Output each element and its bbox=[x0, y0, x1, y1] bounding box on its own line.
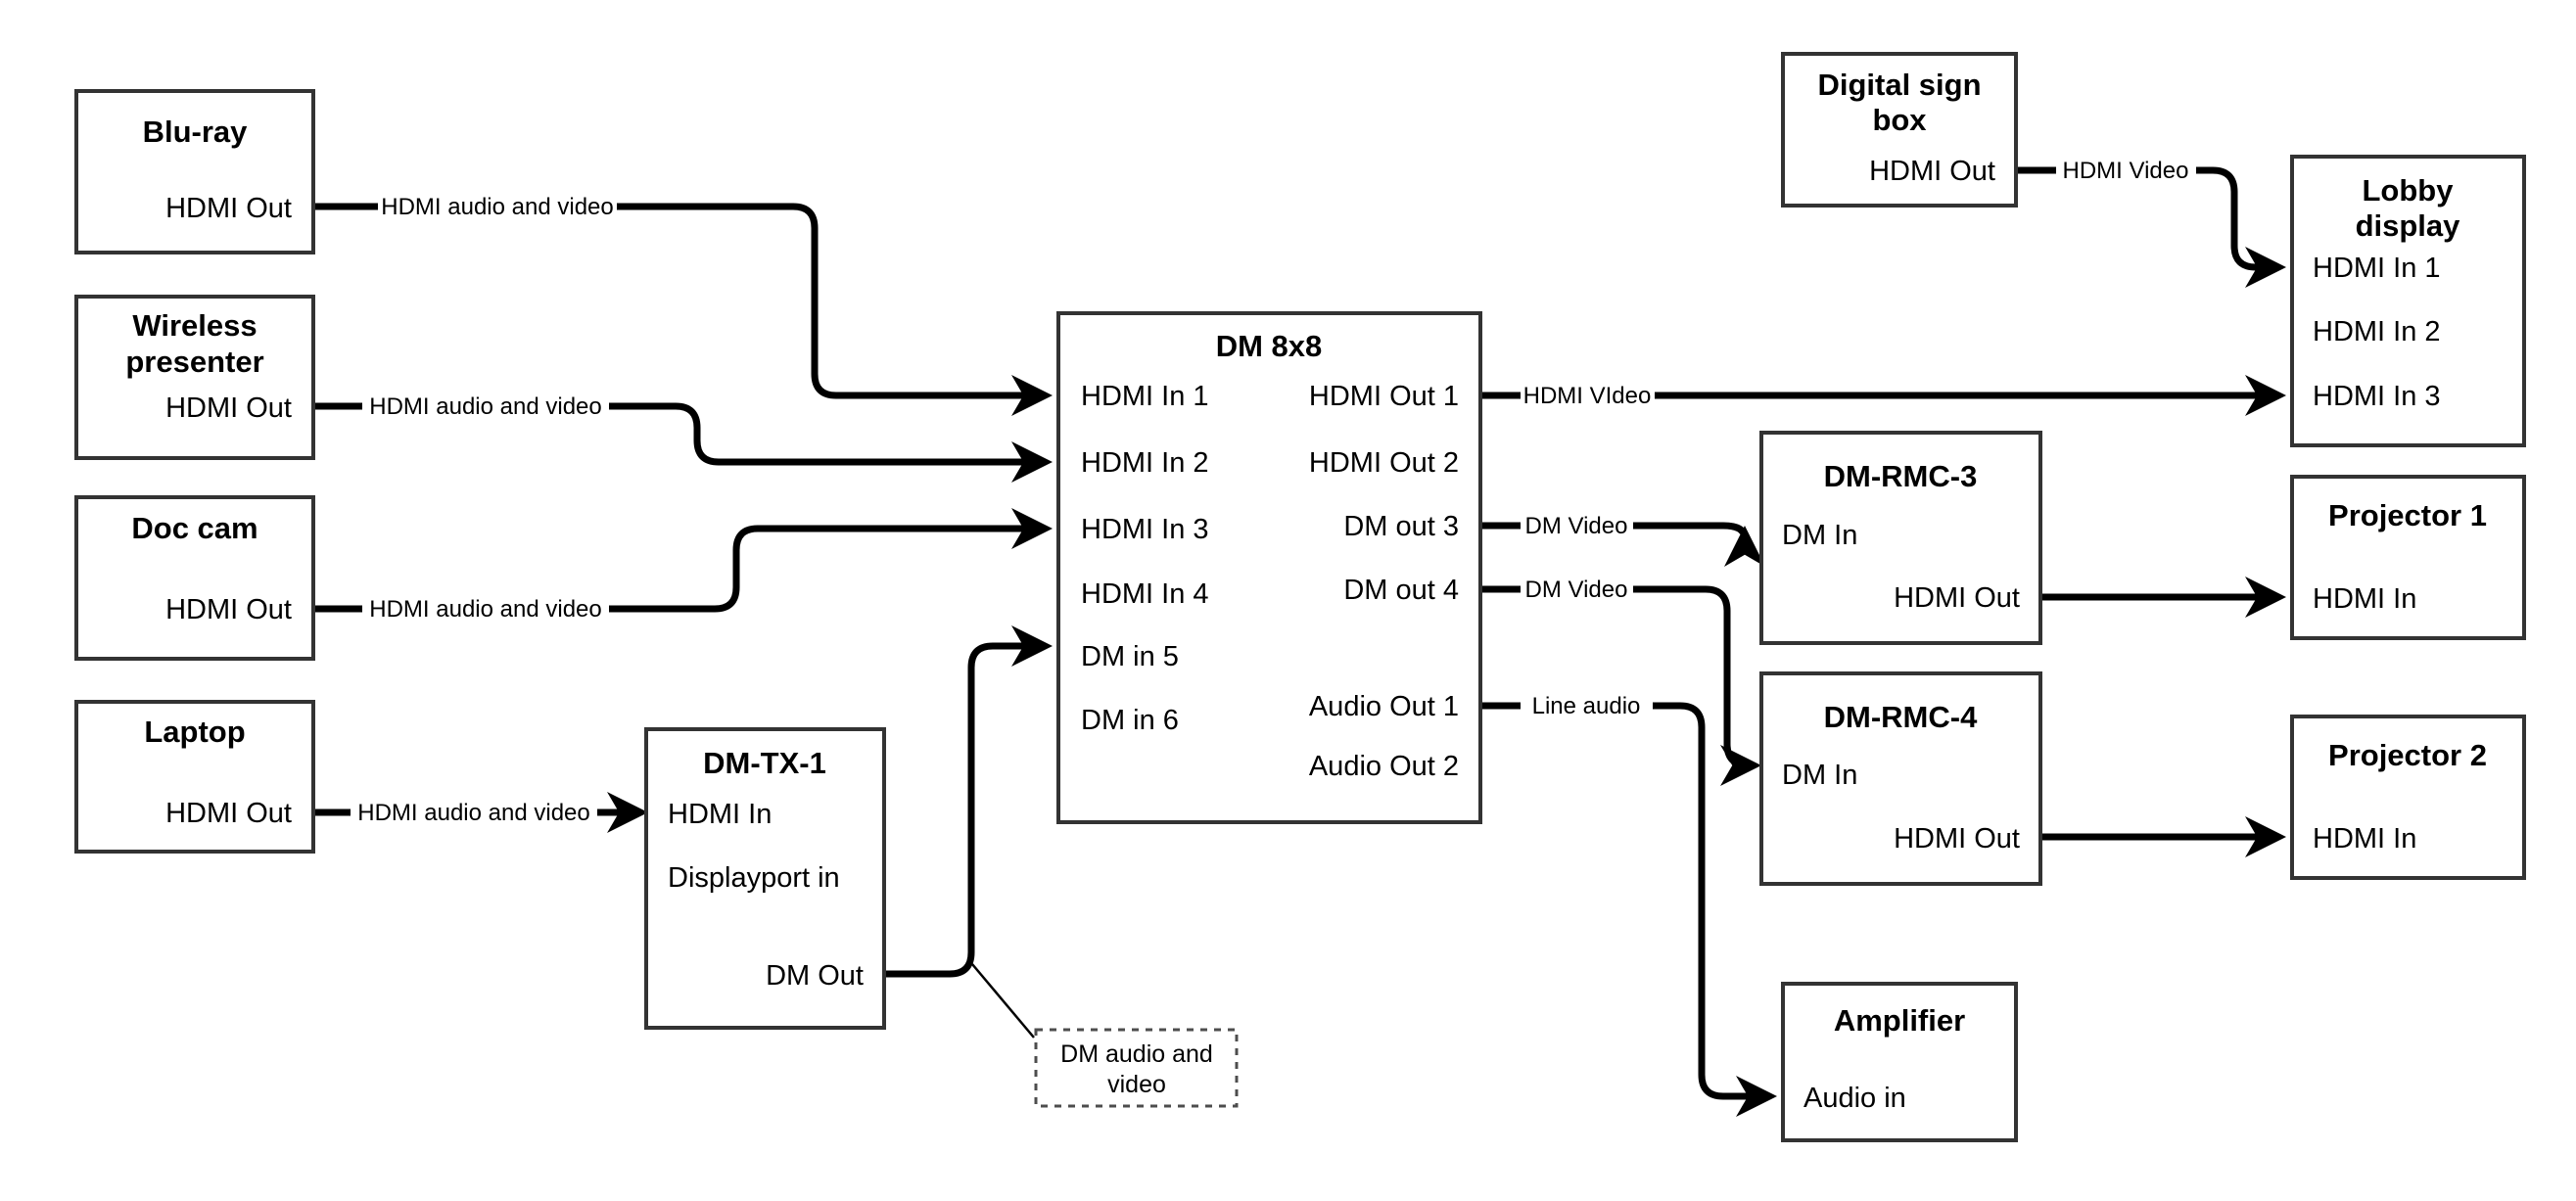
edge-label-audioout1-to-amplifier: Line audio bbox=[1532, 693, 1641, 719]
edge-label-laptop-to-dmtx1: HDMI audio and video bbox=[357, 800, 589, 826]
port-dm-8x8-hdmi-in-3[interactable]: HDMI In 3 bbox=[1081, 514, 1209, 545]
port-amplifier-audio-in[interactable]: Audio in bbox=[1803, 1083, 1906, 1114]
node-lobby-display-box[interactable] bbox=[2290, 155, 2526, 447]
node-doc-cam-box[interactable] bbox=[74, 495, 315, 661]
node-laptop-box[interactable] bbox=[74, 700, 315, 854]
wire-bluray-to-dm8x8 bbox=[313, 203, 1046, 395]
node-projector-1[interactable]: Projector 1 HDMI In bbox=[2290, 475, 2526, 640]
node-projector-1-title: Projector 1 bbox=[2328, 498, 2487, 532]
port-wireless-presenter-hdmi-out[interactable]: HDMI Out bbox=[165, 393, 292, 424]
node-dm-rmc-4-box[interactable] bbox=[1759, 671, 2042, 886]
leader-line-dm-note bbox=[971, 963, 1035, 1039]
note-dm-audio-and-video-box bbox=[1034, 1028, 1239, 1108]
port-blu-ray-hdmi-out[interactable]: HDMI Out bbox=[165, 193, 292, 224]
node-laptop-title: Laptop bbox=[144, 715, 245, 749]
node-lobby-display-title-line1: Lobby bbox=[2363, 173, 2455, 208]
node-wireless-presenter-title-line1: Wireless bbox=[132, 308, 257, 343]
node-dm-8x8[interactable]: DM 8x8 HDMI In 1 HDMI In 2 HDMI In 3 HDM… bbox=[1056, 311, 1482, 824]
node-doc-cam-title: Doc cam bbox=[131, 511, 258, 545]
wire-dmtx1-to-dm8x8 bbox=[884, 625, 1053, 978]
port-dm-tx-1-hdmi-in[interactable]: HDMI In bbox=[668, 799, 772, 830]
port-dm-8x8-hdmi-out-1[interactable]: HDMI Out 1 bbox=[1309, 381, 1459, 412]
node-lobby-display[interactable]: Lobby display HDMI In 1 HDMI In 2 HDMI I… bbox=[2290, 155, 2526, 447]
node-projector-2-title: Projector 2 bbox=[2328, 738, 2487, 772]
node-projector-1-box[interactable] bbox=[2290, 475, 2526, 640]
node-lobby-display-title-line2: display bbox=[2356, 208, 2461, 243]
node-digital-sign-box[interactable]: Digital sign box HDMI Out bbox=[1781, 52, 2018, 208]
wire-wireless-to-dm8x8 bbox=[313, 402, 1046, 462]
node-dm-rmc-3-title: DM-RMC-3 bbox=[1824, 459, 1978, 493]
node-dm-rmc-3-box[interactable] bbox=[1759, 431, 2042, 645]
wire-doccam-to-dm8x8 bbox=[313, 529, 1046, 613]
node-dm-tx-1-title: DM-TX-1 bbox=[703, 746, 826, 780]
node-dm-8x8-title: DM 8x8 bbox=[1216, 329, 1323, 363]
node-dm-tx-1-box[interactable] bbox=[644, 727, 886, 1030]
node-digital-sign-box-title-line1: Digital sign bbox=[1817, 68, 1981, 102]
wire-dm8x8-dmout4-to-rmc4 bbox=[1480, 585, 1755, 765]
edge-label-dmout3-to-rmc3: DM Video bbox=[1525, 513, 1628, 539]
port-dm-tx-1-dm-out[interactable]: DM Out bbox=[766, 960, 864, 992]
port-dm-8x8-hdmi-in-2[interactable]: HDMI In 2 bbox=[1081, 447, 1209, 479]
port-dm-8x8-audio-out-1[interactable]: Audio Out 1 bbox=[1309, 691, 1459, 722]
port-dm-8x8-hdmi-in-4[interactable]: HDMI In 4 bbox=[1081, 578, 1209, 610]
wire-dm8x8-dmout3-to-rmc3 bbox=[1480, 526, 1745, 538]
node-laptop[interactable]: Laptop HDMI Out bbox=[74, 700, 315, 854]
port-lobby-display-hdmi-in-2[interactable]: HDMI In 2 bbox=[2313, 316, 2441, 347]
node-amplifier-box[interactable] bbox=[1781, 982, 2018, 1142]
node-wireless-presenter[interactable]: Wireless presenter HDMI Out bbox=[74, 295, 315, 460]
port-dm-tx-1-displayport-in[interactable]: Displayport in bbox=[668, 862, 840, 894]
port-dm-8x8-audio-out-2[interactable]: Audio Out 2 bbox=[1309, 751, 1459, 782]
node-amplifier-title: Amplifier bbox=[1834, 1003, 1965, 1038]
node-projector-2[interactable]: Projector 2 HDMI In bbox=[2290, 715, 2526, 880]
node-blu-ray-title: Blu-ray bbox=[143, 115, 249, 149]
edge-label-wireless-to-dm8x8: HDMI audio and video bbox=[369, 393, 601, 420]
port-dm-rmc-4-hdmi-out[interactable]: HDMI Out bbox=[1894, 823, 2020, 855]
port-dm-8x8-dm-out-3[interactable]: DM out 3 bbox=[1343, 511, 1459, 542]
port-lobby-display-hdmi-in-3[interactable]: HDMI In 3 bbox=[2313, 381, 2441, 412]
node-projector-2-box[interactable] bbox=[2290, 715, 2526, 880]
node-wireless-presenter-title-line2: presenter bbox=[125, 345, 263, 379]
port-dm-8x8-hdmi-in-1[interactable]: HDMI In 1 bbox=[1081, 381, 1209, 412]
port-doc-cam-hdmi-out[interactable]: HDMI Out bbox=[165, 594, 292, 625]
node-dm-rmc-4[interactable]: DM-RMC-4 DM In HDMI Out bbox=[1759, 671, 2042, 886]
edge-label-dmout4-to-rmc4: DM Video bbox=[1525, 577, 1628, 603]
port-digital-sign-box-hdmi-out[interactable]: HDMI Out bbox=[1869, 156, 1995, 187]
port-dm-rmc-3-dm-in[interactable]: DM In bbox=[1782, 520, 1857, 551]
port-dm-8x8-dm-in-5[interactable]: DM in 5 bbox=[1081, 641, 1179, 672]
edge-label-bluray-to-dm8x8: HDMI audio and video bbox=[381, 194, 613, 220]
port-dm-8x8-dm-in-6[interactable]: DM in 6 bbox=[1081, 705, 1179, 736]
node-dm-rmc-4-title: DM-RMC-4 bbox=[1824, 700, 1978, 734]
port-dm-rmc-4-dm-in[interactable]: DM In bbox=[1782, 760, 1857, 791]
node-digital-sign-box-box[interactable] bbox=[1781, 52, 2018, 208]
node-blu-ray-box[interactable] bbox=[74, 89, 315, 254]
wire-signbox-to-lobby bbox=[2016, 166, 2279, 267]
edge-label-hdmiout1-to-lobby: HDMI VIdeo bbox=[1523, 383, 1652, 409]
node-blu-ray[interactable]: Blu-ray HDMI Out bbox=[74, 89, 315, 254]
node-digital-sign-box-title-line2: box bbox=[1872, 103, 1927, 137]
edge-label-signbox-to-lobby: HDMI Video bbox=[2063, 158, 2189, 184]
node-amplifier[interactable]: Amplifier Audio in bbox=[1781, 982, 2018, 1142]
port-dm-8x8-hdmi-out-2[interactable]: HDMI Out 2 bbox=[1309, 447, 1459, 479]
note-dm-audio-and-video: DM audio and video bbox=[1034, 1028, 1239, 1108]
port-projector-2-hdmi-in[interactable]: HDMI In bbox=[2313, 823, 2416, 855]
node-dm-rmc-3[interactable]: DM-RMC-3 DM In HDMI Out bbox=[1759, 431, 2042, 645]
note-dm-audio-and-video-line2: video bbox=[1107, 1071, 1166, 1098]
wire-dm8x8-audioout1-to-amplifier bbox=[1480, 702, 1770, 1096]
port-lobby-display-hdmi-in-1[interactable]: HDMI In 1 bbox=[2313, 253, 2441, 284]
note-dm-audio-and-video-line1: DM audio and bbox=[1060, 1040, 1213, 1068]
port-dm-8x8-dm-out-4[interactable]: DM out 4 bbox=[1343, 575, 1459, 606]
node-doc-cam[interactable]: Doc cam HDMI Out bbox=[74, 495, 315, 661]
node-wireless-presenter-box[interactable] bbox=[74, 295, 315, 460]
node-dm-tx-1[interactable]: DM-TX-1 HDMI In Displayport in DM Out bbox=[644, 727, 886, 1030]
edge-label-doccam-to-dm8x8: HDMI audio and video bbox=[369, 596, 601, 623]
node-dm-8x8-box[interactable] bbox=[1056, 311, 1482, 824]
port-projector-1-hdmi-in[interactable]: HDMI In bbox=[2313, 583, 2416, 615]
port-dm-rmc-3-hdmi-out[interactable]: HDMI Out bbox=[1894, 582, 2020, 614]
port-laptop-hdmi-out[interactable]: HDMI Out bbox=[165, 798, 292, 829]
